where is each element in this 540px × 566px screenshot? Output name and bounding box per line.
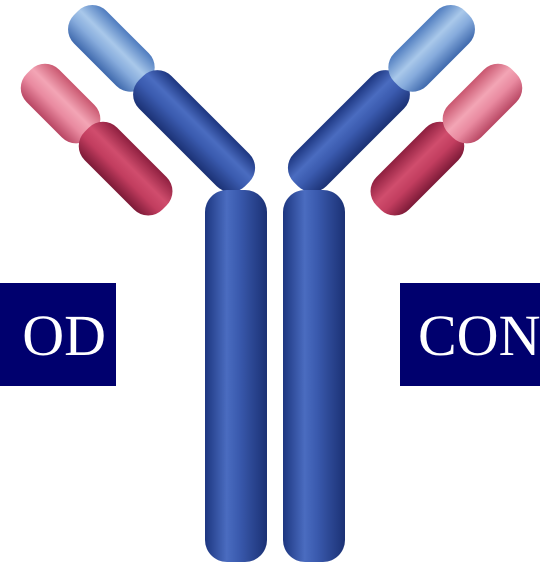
label-left: OD: [0, 283, 116, 386]
heavy-chain-left-stem: [205, 190, 267, 562]
heavy-chain-right-stem: [283, 190, 345, 562]
label-right: CON: [400, 283, 540, 386]
heavy-chain-left-arm: [60, 0, 264, 200]
label-left-text: OD: [22, 303, 106, 368]
heavy-chain-right-arm: [280, 0, 484, 200]
label-right-text: CON: [418, 303, 540, 368]
